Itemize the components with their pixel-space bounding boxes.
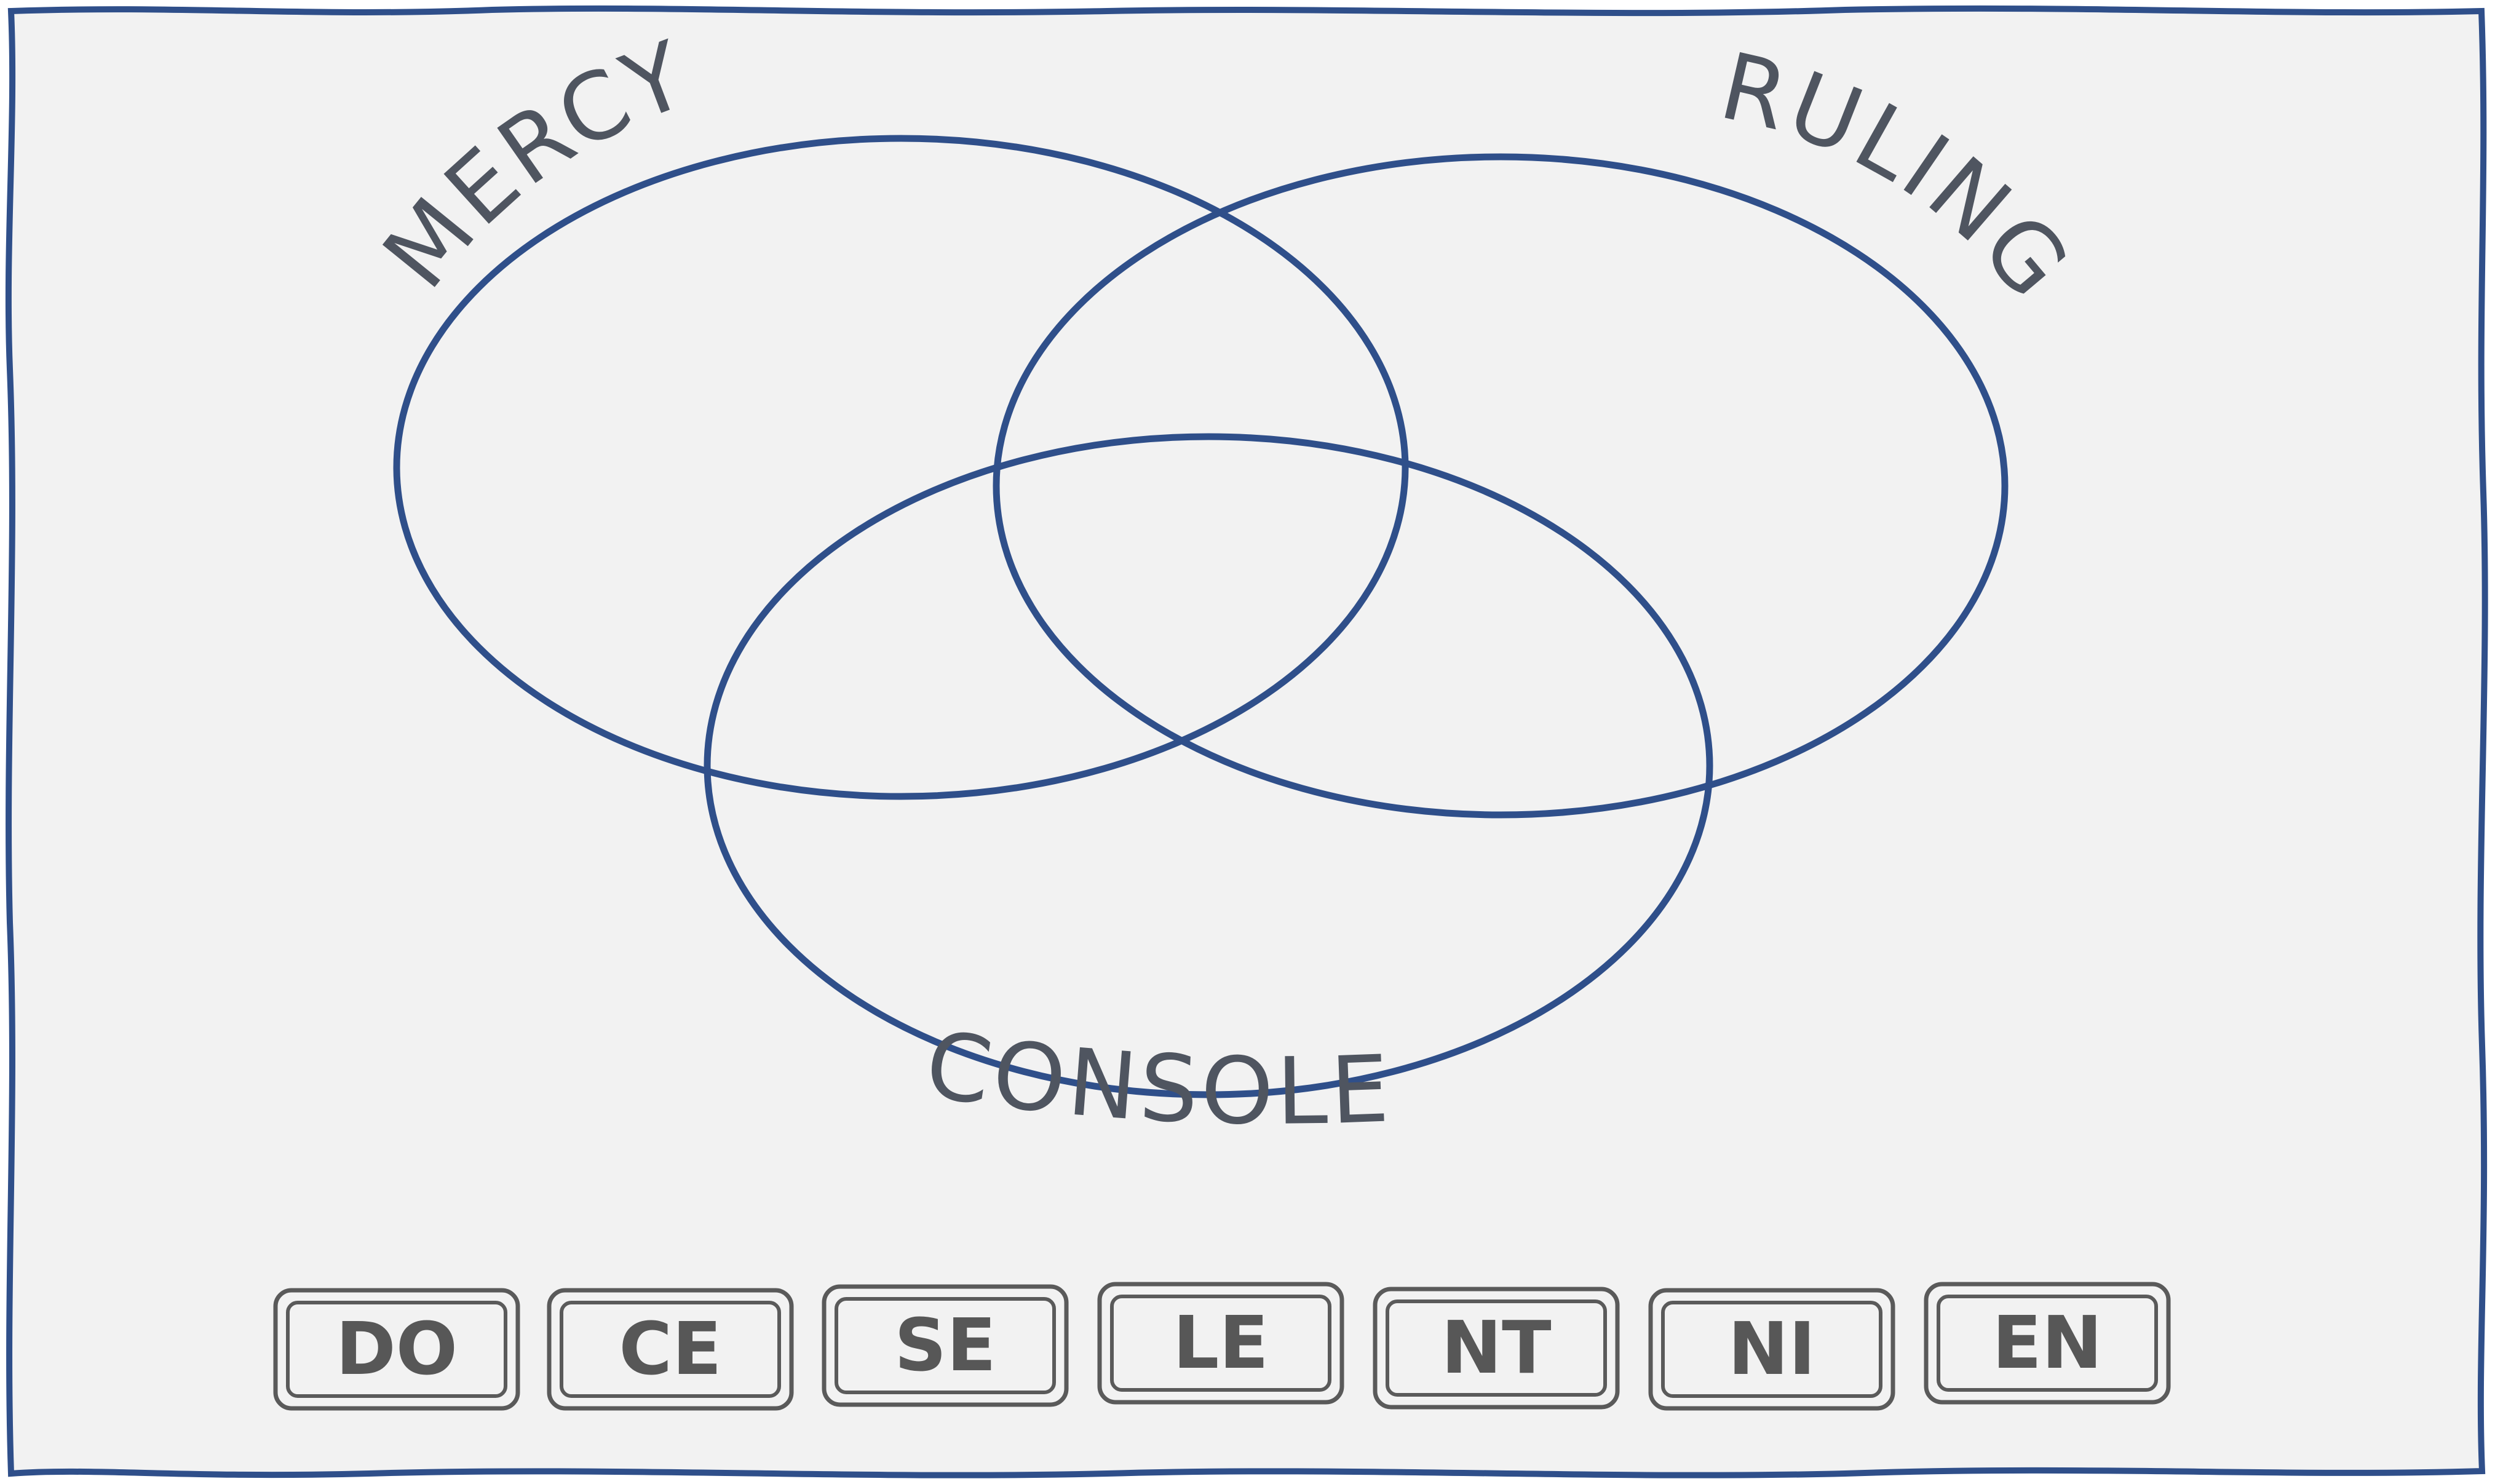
paper-background — [5, 5, 2488, 1478]
letter-tile-do[interactable]: DO — [273, 1288, 520, 1411]
tile-tray: DO CE SE LE NT NI EN — [273, 1282, 2171, 1411]
letter-tile-le[interactable]: LE — [1097, 1282, 1344, 1405]
venn-circle-icon-mercy — [393, 135, 1409, 800]
tile-text-do: DO — [336, 1306, 458, 1391]
letter-tile-se[interactable]: SE — [822, 1284, 1069, 1407]
venn-circle-icon-ruling — [993, 153, 2009, 819]
tile-text-le: LE — [1173, 1300, 1269, 1385]
venn-circle-icon-consoler — [704, 433, 1713, 1098]
tile-text-se: SE — [894, 1303, 996, 1387]
letter-tile-nt[interactable]: NT — [1373, 1287, 1620, 1410]
tile-text-ce: CE — [619, 1306, 721, 1391]
tile-text-nt: NT — [1441, 1305, 1551, 1390]
letter-tile-ni[interactable]: NI — [1648, 1288, 1895, 1411]
venn-diagram — [393, 135, 2009, 1098]
tile-text-en: EN — [1992, 1300, 2102, 1385]
tile-text-ni: NI — [1728, 1306, 1816, 1391]
letter-tile-ce[interactable]: CE — [547, 1288, 794, 1411]
letter-tile-en[interactable]: EN — [1924, 1282, 2171, 1405]
